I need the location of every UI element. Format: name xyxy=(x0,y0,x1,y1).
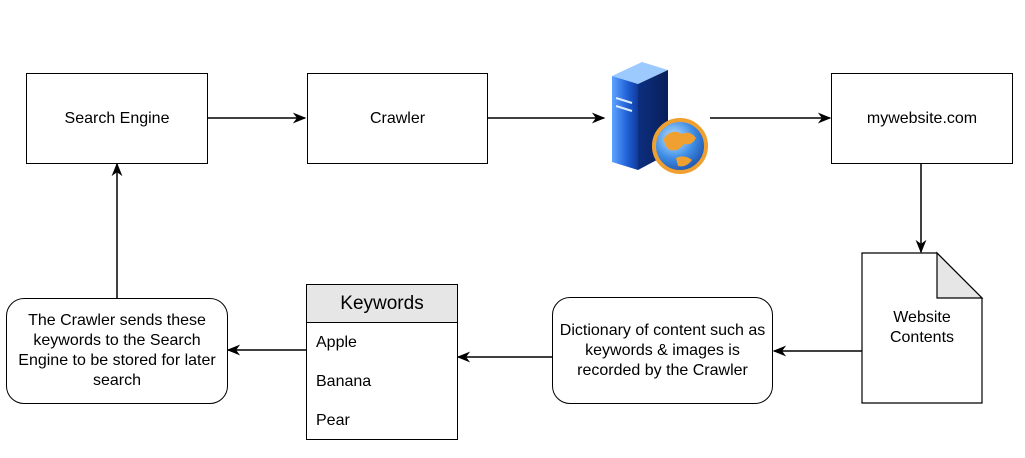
keywords-list[interactable]: Keywords Apple Banana Pear xyxy=(306,284,458,440)
keyword-item[interactable]: Banana xyxy=(316,373,372,390)
website-label: mywebsite.com xyxy=(866,109,978,127)
website-contents-label: Website Contents xyxy=(889,309,955,346)
search-engine-label: Search Engine xyxy=(64,109,170,127)
keyword-item[interactable]: Pear xyxy=(316,412,350,429)
dictionary-node[interactable]: Dictionary of content such as keywords &… xyxy=(552,297,773,404)
crawler-node[interactable]: Crawler xyxy=(307,73,488,164)
web-server-globe-icon[interactable] xyxy=(604,58,712,180)
crawler-sends-label: The Crawler sends these keywords to the … xyxy=(18,312,216,389)
keyword-item[interactable]: Apple xyxy=(316,334,357,351)
search-engine-node[interactable]: Search Engine xyxy=(26,73,208,164)
website-node[interactable]: mywebsite.com xyxy=(831,73,1013,164)
website-contents-document[interactable] xyxy=(861,251,984,404)
dictionary-label: Dictionary of content such as keywords &… xyxy=(559,321,766,379)
keywords-header: Keywords xyxy=(307,285,457,323)
crawler-sends-node[interactable]: The Crawler sends these keywords to the … xyxy=(6,298,228,404)
crawler-label: Crawler xyxy=(369,109,426,127)
